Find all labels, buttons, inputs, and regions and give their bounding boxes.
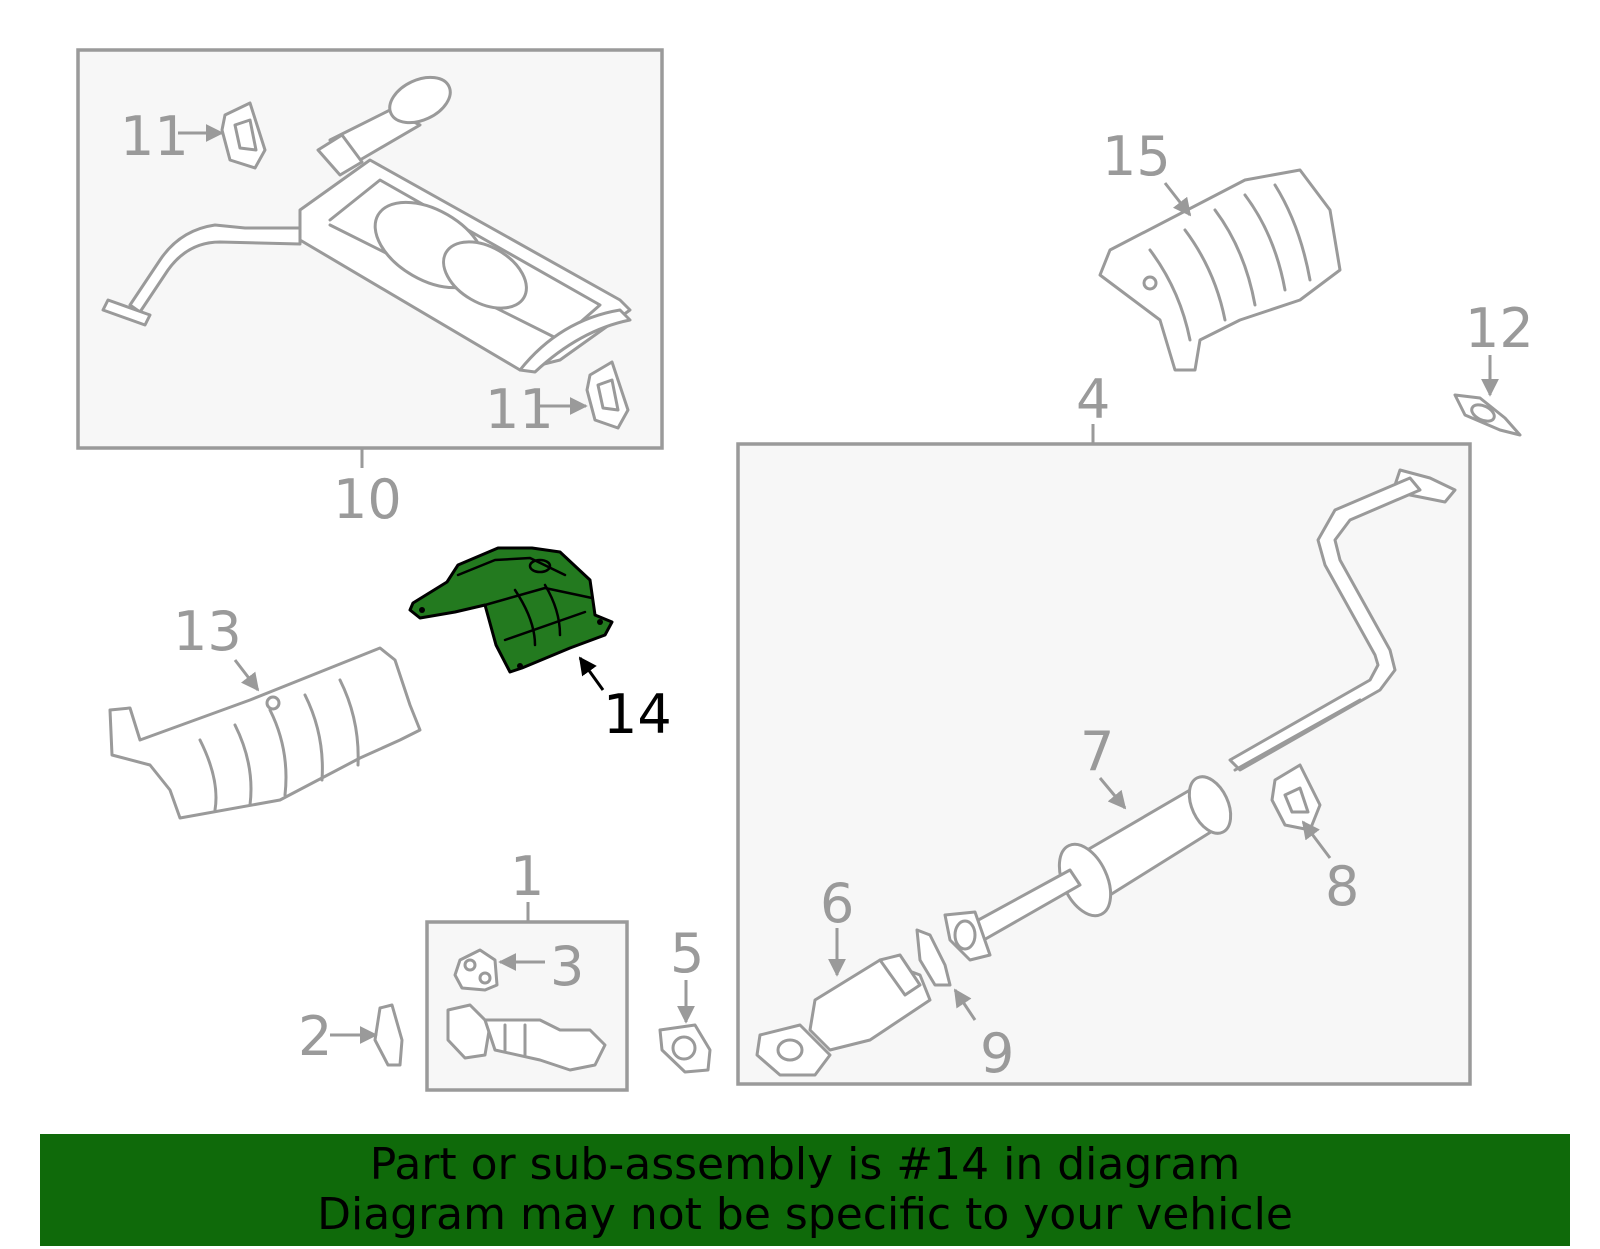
heat-shield-15-drawing (1098, 168, 1342, 372)
front-converter-assembly-group (425, 902, 629, 1092)
rubber-hanger-drawing-bottom (585, 360, 630, 430)
callout-11-top: 11 (120, 105, 189, 168)
callout-12: 12 (1465, 297, 1534, 360)
callout-10: 10 (333, 468, 402, 531)
callout-14: 14 (603, 683, 672, 746)
callout-8: 8 (1325, 855, 1359, 918)
front-converter-box (425, 920, 629, 1092)
callout-15: 15 (1102, 125, 1171, 188)
center-pipe-assembly-group (736, 424, 1472, 1086)
callout-11-bottom: 11 (485, 378, 554, 441)
info-banner: Part or sub-assembly is #14 in diagram D… (40, 1134, 1570, 1246)
center-pipe-drawing (943, 468, 1457, 962)
gasket-12-drawing (1453, 393, 1522, 437)
heat-shield-13-drawing (108, 646, 422, 820)
exhaust-parts-diagram: 1 2 3 4 5 6 7 8 9 10 11 11 12 13 14 15 (76, 48, 1534, 1092)
callout-3: 3 (550, 935, 584, 998)
callout-13: 13 (173, 600, 242, 663)
callout-6: 6 (820, 872, 854, 935)
gasket-2-drawing (373, 1003, 404, 1067)
banner-line-1: Part or sub-assembly is #14 in diagram (369, 1139, 1241, 1190)
heat-shield-14-highlighted (408, 546, 614, 674)
muffler-assembly-group (76, 48, 664, 468)
callout-7: 7 (1080, 720, 1114, 783)
banner-line-2: Diagram may not be specific to your vehi… (317, 1189, 1293, 1240)
catalytic-converter-6-drawing (755, 953, 932, 1077)
callout-9: 9 (980, 1022, 1014, 1085)
gasket-9-drawing (915, 928, 952, 987)
callout-1: 1 (510, 845, 544, 908)
gasket-5-drawing (658, 1023, 712, 1074)
front-pipe-drawing (446, 1003, 607, 1072)
rear-muffler-drawing (101, 75, 632, 374)
callout-2: 2 (298, 1005, 332, 1068)
callout-4: 4 (1076, 368, 1110, 431)
callout-5: 5 (670, 922, 704, 985)
bracket-3-drawing (453, 948, 499, 992)
